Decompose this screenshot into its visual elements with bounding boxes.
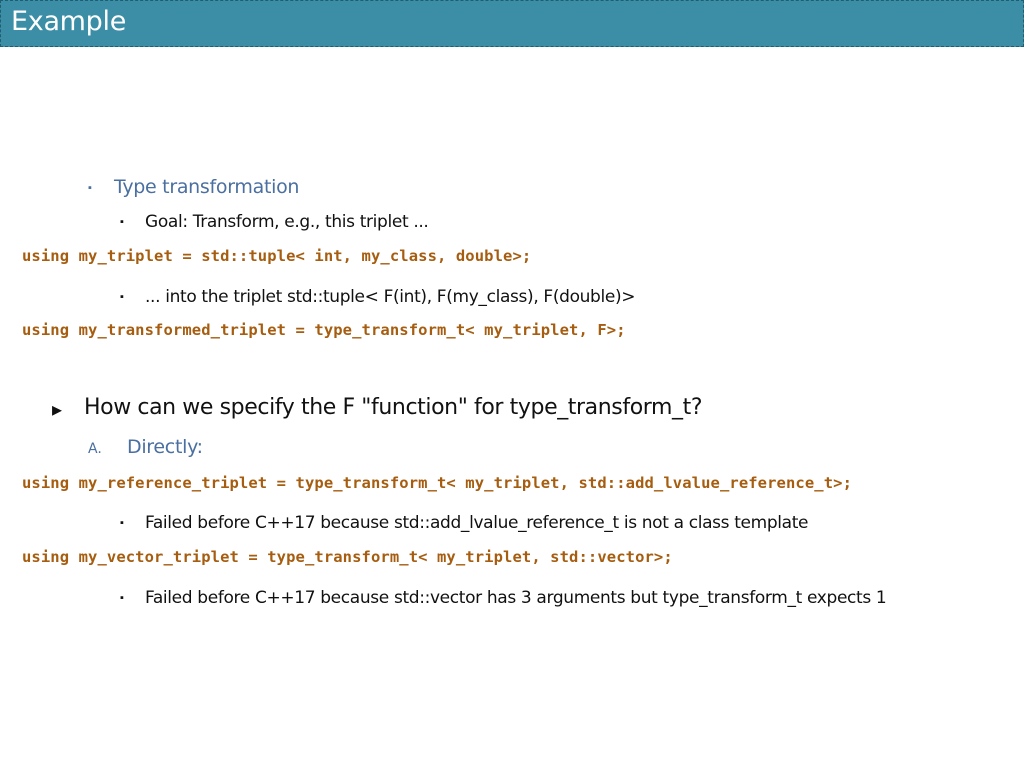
arrow-bullet-icon: ▸ <box>52 399 63 421</box>
code-vector-triplet: using my_vector_triplet = type_transform… <box>22 548 673 566</box>
slide-title: Example <box>11 6 127 37</box>
title-bar: Example <box>0 0 1024 47</box>
enum-directly: Directly: <box>127 436 203 458</box>
code-triplet: using my_triplet = std::tuple< int, my_c… <box>22 247 532 265</box>
square-bullet-icon: ▪ <box>120 517 124 529</box>
bullet-goal: Goal: Transform, e.g., this triplet ... <box>145 212 429 232</box>
square-bullet-icon: ▪ <box>88 182 92 194</box>
square-bullet-icon: ▪ <box>120 592 124 604</box>
bullet-into-triplet: ... into the triplet std::tuple< F(int),… <box>145 287 636 307</box>
enum-marker: A. <box>88 441 102 457</box>
bullet-type-transformation: Type transformation <box>114 176 300 198</box>
square-bullet-icon: ▪ <box>120 291 124 303</box>
bullet-failed-vector: Failed before C++17 because std::vector … <box>145 588 887 608</box>
bullet-question: How can we specify the F "function" for … <box>84 395 703 420</box>
square-bullet-icon: ▪ <box>120 216 124 228</box>
code-reference-triplet: using my_reference_triplet = type_transf… <box>22 474 852 492</box>
code-transformed-triplet: using my_transformed_triplet = type_tran… <box>22 321 626 339</box>
bullet-failed-reference: Failed before C++17 because std::add_lva… <box>145 513 809 533</box>
